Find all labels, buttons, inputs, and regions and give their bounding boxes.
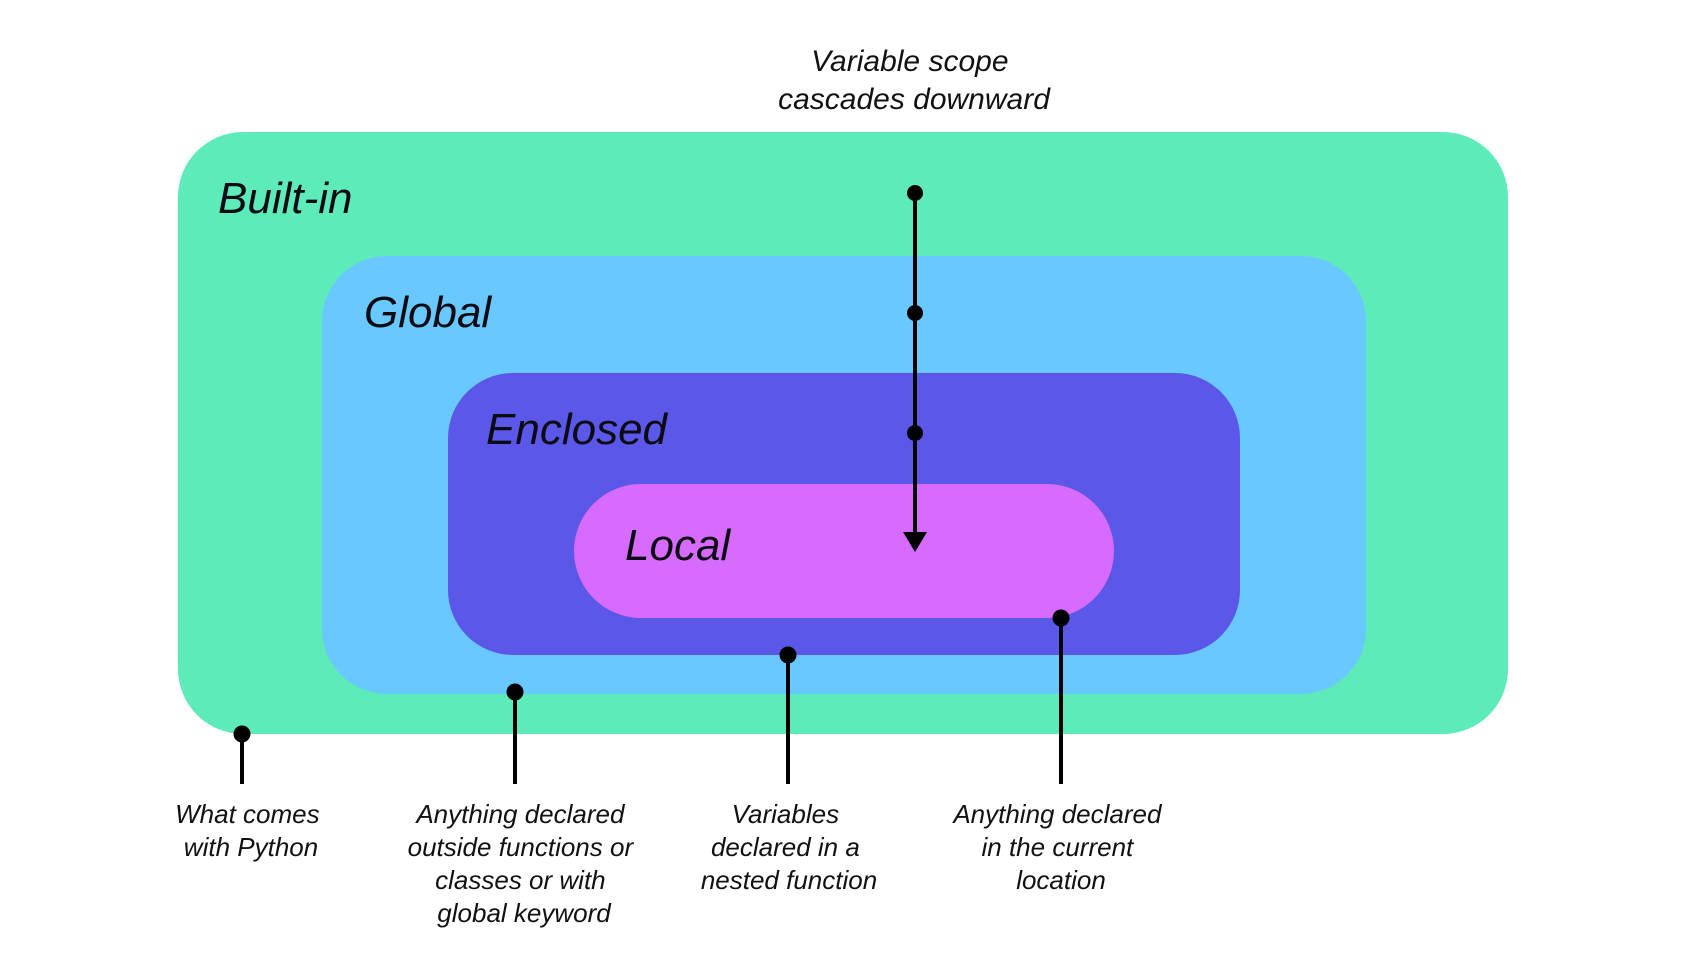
local-label: Local	[625, 521, 731, 570]
cascade-arrow-dot-global	[907, 305, 923, 321]
cascade-arrow	[903, 185, 927, 552]
local-caption-line-2: in the current	[982, 832, 1136, 862]
enclosed-caption-line-2: declared in a	[711, 832, 860, 862]
enclosed-callout-pin	[779, 646, 797, 784]
cascade-arrow-dot-enclosed	[907, 425, 923, 441]
builtin-caption-line-2: with Python	[184, 832, 318, 862]
enclosed-label: Enclosed	[486, 405, 669, 454]
local-caption-line-1: Anything declared	[951, 799, 1163, 829]
builtin-caption-line-1: What comes	[175, 799, 320, 829]
cascade-caption-line-1: Variable scope	[811, 45, 1008, 78]
cascade-caption: Variable scope cascades downward	[778, 45, 1051, 116]
global-caption: Anything declared outside functions or c…	[408, 799, 641, 928]
global-caption-line-3: classes or with	[435, 865, 606, 895]
global-label: Global	[364, 288, 492, 337]
local-callout-pin	[1052, 609, 1070, 784]
local-caption: Anything declared in the current locatio…	[951, 799, 1168, 895]
cascade-arrow-head	[903, 532, 927, 552]
cascade-caption-line-2: cascades downward	[778, 83, 1051, 116]
global-caption-line-2: outside functions or	[408, 832, 635, 862]
builtin-label: Built-in	[218, 174, 353, 223]
local-scope-box	[574, 484, 1114, 618]
enclosed-caption: Variables declared in a nested function	[701, 799, 877, 895]
global-caption-line-4: global keyword	[437, 898, 612, 928]
global-caption-line-1: Anything declared	[414, 799, 626, 829]
enclosed-caption-line-3: nested function	[701, 865, 877, 895]
local-caption-line-3: location	[1016, 865, 1106, 895]
enclosed-caption-line-1: Variables	[732, 799, 839, 829]
global-callout-pin	[506, 683, 524, 784]
builtin-caption: What comes with Python	[175, 799, 327, 862]
builtin-callout-pin	[233, 725, 251, 784]
cascade-arrow-dot-builtin	[907, 185, 923, 201]
